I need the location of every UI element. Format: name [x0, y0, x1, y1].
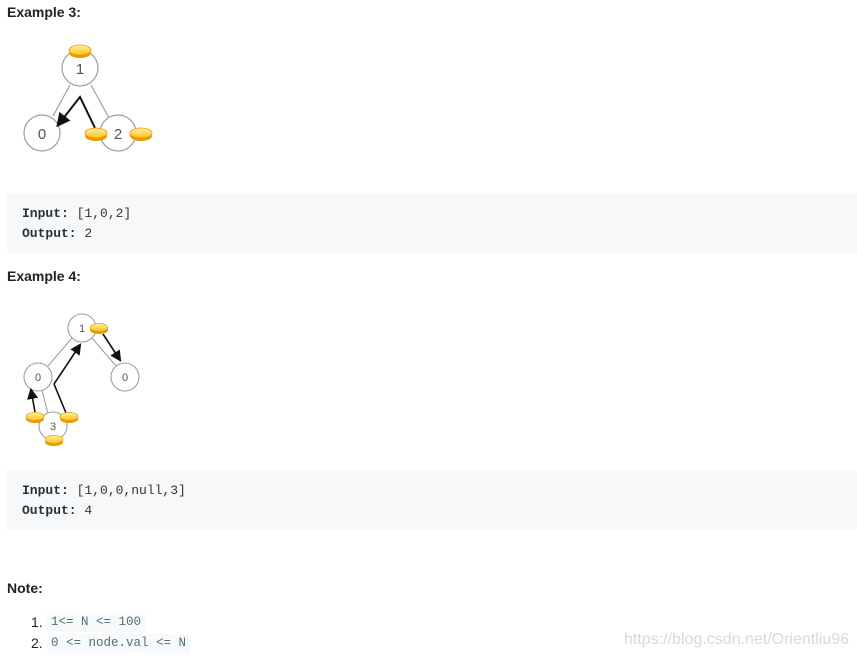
tree-node-label: 1: [79, 323, 85, 335]
tree-edge: [41, 389, 49, 415]
tree-edge: [91, 337, 117, 367]
example-4-heading: Example 4:: [7, 268, 81, 284]
coin-icon: [44, 435, 64, 446]
note-item-code: 0 <= node.val <= N: [47, 634, 191, 653]
example-4-tree-figure: 1 0 0 3: [23, 313, 140, 446]
tree-edge: [52, 84, 71, 117]
tree-node-right: [110, 362, 140, 392]
coin-icon: [25, 412, 45, 423]
input-label: Input:: [22, 206, 69, 221]
example-3-code-block: Input: [1,0,2]Output: 2: [7, 193, 857, 253]
tree-node-left: [23, 114, 61, 152]
note-item-number: 1.: [31, 614, 43, 630]
output-line: Output: 2: [22, 224, 842, 244]
arrow-icon: [27, 387, 39, 413]
example-3-tree-figure: 1 0 2: [23, 44, 153, 152]
tree-node-label: 3: [50, 421, 56, 433]
note-heading: Note:: [7, 580, 43, 596]
arrow-icon: [56, 95, 96, 129]
arrow-icon: [53, 383, 67, 414]
arrow-icon: [53, 343, 82, 385]
watermark: https://blog.csdn.net/Orientliu96: [624, 631, 850, 648]
output-value: 4: [76, 503, 93, 518]
coin-icon: [89, 323, 109, 334]
note-item-code: 1<= N <= 100: [47, 613, 146, 632]
input-value: [1,0,0,null,3]: [68, 483, 186, 498]
note-item-number: 2.: [31, 635, 43, 651]
tree-node-label: 2: [114, 126, 122, 143]
output-label: Output:: [22, 226, 77, 241]
coin-icon: [68, 44, 92, 58]
tree-edge: [90, 84, 110, 119]
tree-edge: [47, 337, 73, 367]
output-line: Output: 4: [22, 501, 842, 521]
coin-icon: [59, 412, 79, 423]
tree-node-label: 0: [35, 372, 41, 384]
output-label: Output:: [22, 503, 77, 518]
input-label: Input:: [22, 483, 69, 498]
tree-node-label: 1: [76, 61, 84, 78]
example-3-heading: Example 3:: [7, 4, 81, 20]
input-line: Input: [1,0,2]: [22, 204, 842, 224]
input-value: [1,0,2]: [68, 206, 132, 221]
tree-node-label: 0: [38, 126, 46, 143]
coin-icon: [84, 127, 108, 141]
coin-icon: [129, 127, 153, 141]
output-value: 2: [76, 226, 93, 241]
input-line: Input: [1,0,0,null,3]: [22, 481, 842, 501]
tree-node-label: 0: [122, 372, 128, 384]
example-4-code-block: Input: [1,0,0,null,3]Output: 4: [7, 470, 857, 530]
arrow-icon: [102, 333, 122, 362]
